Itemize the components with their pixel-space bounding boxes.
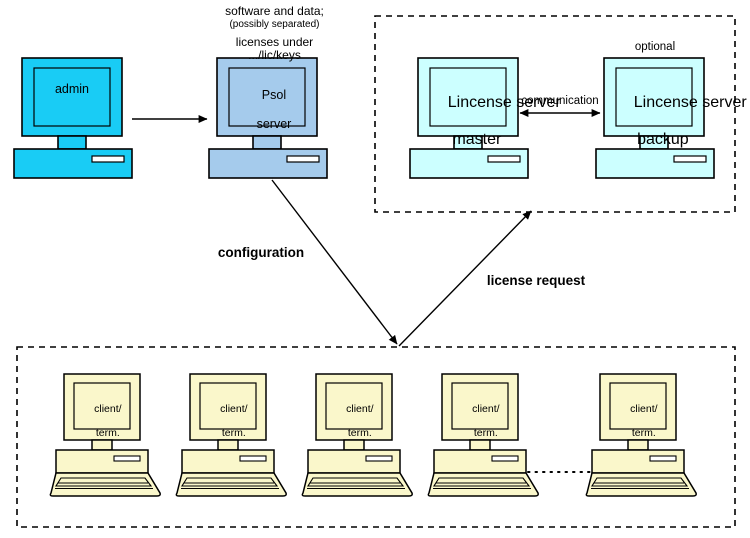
caption-possibly-separated: (possibly separated) (229, 19, 320, 30)
caption-configuration: configuration (217, 245, 305, 260)
client-terminal-3 (301, 373, 413, 497)
client-terminal-2 (175, 373, 287, 497)
caption-optional: optional (634, 41, 676, 53)
license-server-group (374, 15, 736, 213)
caption-license-request: license request (486, 273, 586, 288)
client-terminal-5 (585, 373, 697, 497)
caption-software-and-data: software and data; (225, 4, 324, 18)
admin-computer (13, 57, 133, 179)
clients-group (16, 346, 736, 528)
psol-server-computer (208, 57, 328, 179)
caption-communication: communication (521, 95, 599, 107)
psol-to-clients-arrow (271, 179, 398, 345)
license-server-master-computer (409, 57, 529, 179)
caption-lic-keys-path: .../lic/keys (248, 48, 301, 62)
client-terminal-1 (49, 373, 161, 497)
caption-licenses-under: licenses under (235, 35, 314, 49)
license-server-backup-computer (595, 57, 715, 179)
clients-to-license-arrow (398, 210, 532, 347)
client-terminal-4 (427, 373, 539, 497)
